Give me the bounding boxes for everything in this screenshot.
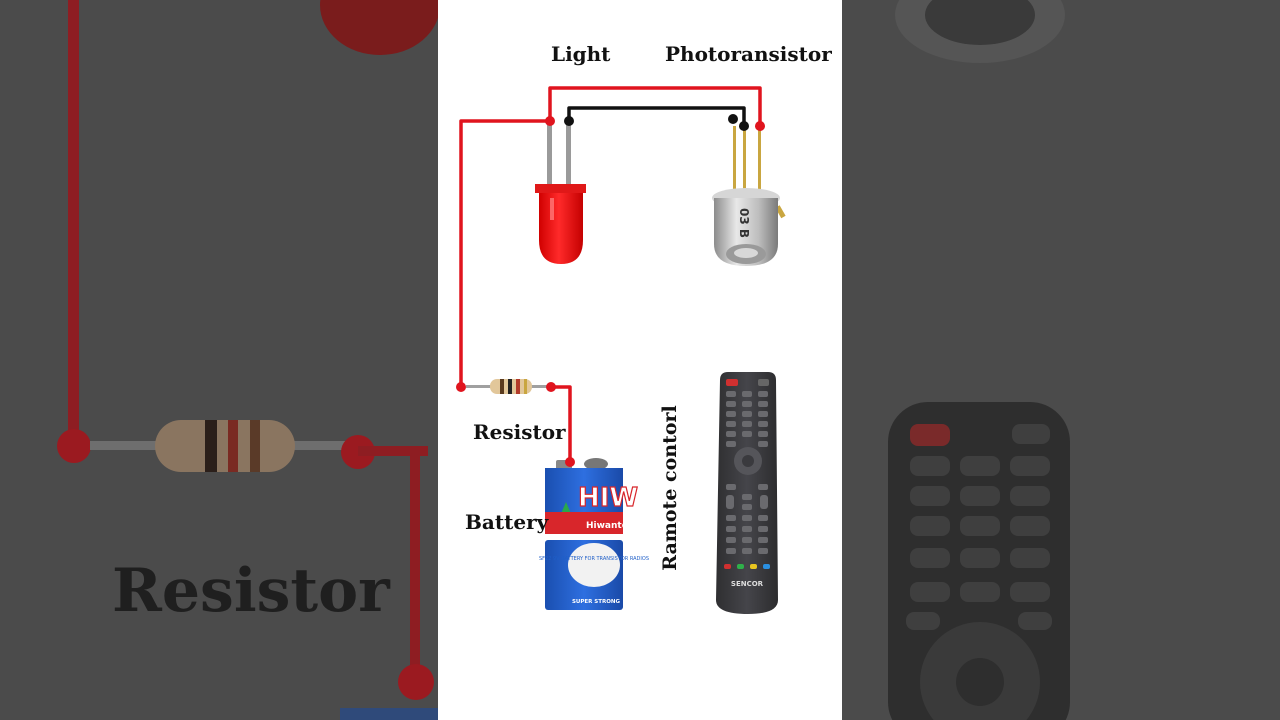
phototransistor: 03 B [712,126,786,266]
resistor [466,379,548,394]
resistor-band [524,379,527,394]
background-junction-dot [398,664,434,700]
background-remote-power [910,424,950,446]
phototransistor-lead [743,130,746,194]
remote-key [758,379,769,386]
led-highlight [550,198,554,220]
junction-dot [565,457,575,467]
battery-spec-oval [568,543,620,587]
background-resistor-label: Resistor [112,556,390,626]
background-led-blob [320,0,438,55]
background-remote-keypad [906,456,1052,630]
remote-yellow-key [750,564,757,569]
background-resistor-band [228,420,238,472]
battery-footer-text: SUPER STRONG [572,599,621,605]
junction-dot [456,382,466,392]
remote-ok-button [742,455,754,467]
battery-top-label [545,468,623,512]
resistor-band [500,379,504,394]
background-left-zoom: Resistor [0,0,438,720]
circuit-diagram-panel: 03 B HIW Hiwanto SF22 9V BATTERY FOR T [438,0,842,720]
black-wire-led-to-phototransistor [567,106,746,126]
led-dome [539,193,583,264]
resistor-band [508,379,512,394]
battery-white-band [545,534,623,540]
led [535,122,586,264]
remote-lower-keys [726,484,768,554]
wires [459,86,762,462]
background-remote-ok [956,658,1004,706]
remote-control: SENCOR [716,372,778,614]
background-right-art [888,0,1070,720]
resistor-label: Resistor [473,420,566,444]
battery: HIW Hiwanto SF22 9V BATTERY FOR TRANSIST… [539,458,649,610]
background-left-art [57,0,438,720]
phototransistor-lens-glare [734,248,758,258]
remote-brand: SENCOR [731,580,764,588]
red-wire-resistor-to-led [459,119,550,387]
battery-sub-brand: Hiwanto [586,521,628,531]
led-anode-lead [547,122,552,186]
background-battery-edge [340,708,438,720]
resistor-band [516,379,520,394]
remote-keypad [726,391,768,447]
red-wire-led-to-phototransistor [548,86,762,126]
background-resistor-band [205,420,217,472]
junction-dot [728,114,738,124]
background-right-zoom [842,0,1280,720]
background-resistor-body [155,420,295,472]
remote-control-label: Ramote contorl [659,405,681,571]
circuit-diagram: 03 B HIW Hiwanto SF22 9V BATTERY FOR T [456,86,786,614]
background-wire-vertical [68,0,79,450]
remote-blue-key [763,564,770,569]
red-wire-resistor-to-battery [551,385,572,462]
background-remote-key [1012,424,1050,444]
junction-dots [456,114,765,467]
phototransistor-marking: 03 B [737,208,751,238]
junction-dot [755,121,765,131]
background-phototransistor-lens [925,0,1035,45]
junction-dot [564,116,574,126]
phototransistor-lead [758,128,761,194]
phototransistor-lead [733,126,736,194]
battery-label: Battery [465,510,549,534]
light-label: Light [551,42,611,66]
remote-body [716,372,778,614]
remote-power-button [726,379,738,386]
remote-red-key [724,564,731,569]
background-wire [410,446,420,686]
phototransistor-label: Photoransistor [665,42,832,66]
background-resistor-band [250,420,260,472]
battery-brand: HIW [578,483,638,513]
battery-red-band [545,512,623,534]
background-wire [358,446,428,456]
battery-terminal-negative [584,458,608,470]
battery-spec-text: SF22 9V BATTERY FOR TRANSISTOR RADIOS [539,556,649,562]
junction-dot [545,116,555,126]
led-rim [535,184,586,193]
remote-green-key [737,564,744,569]
led-cathode-lead [566,122,571,186]
junction-dot [739,121,749,131]
junction-dot [546,382,556,392]
background-junction-dot [57,429,91,463]
